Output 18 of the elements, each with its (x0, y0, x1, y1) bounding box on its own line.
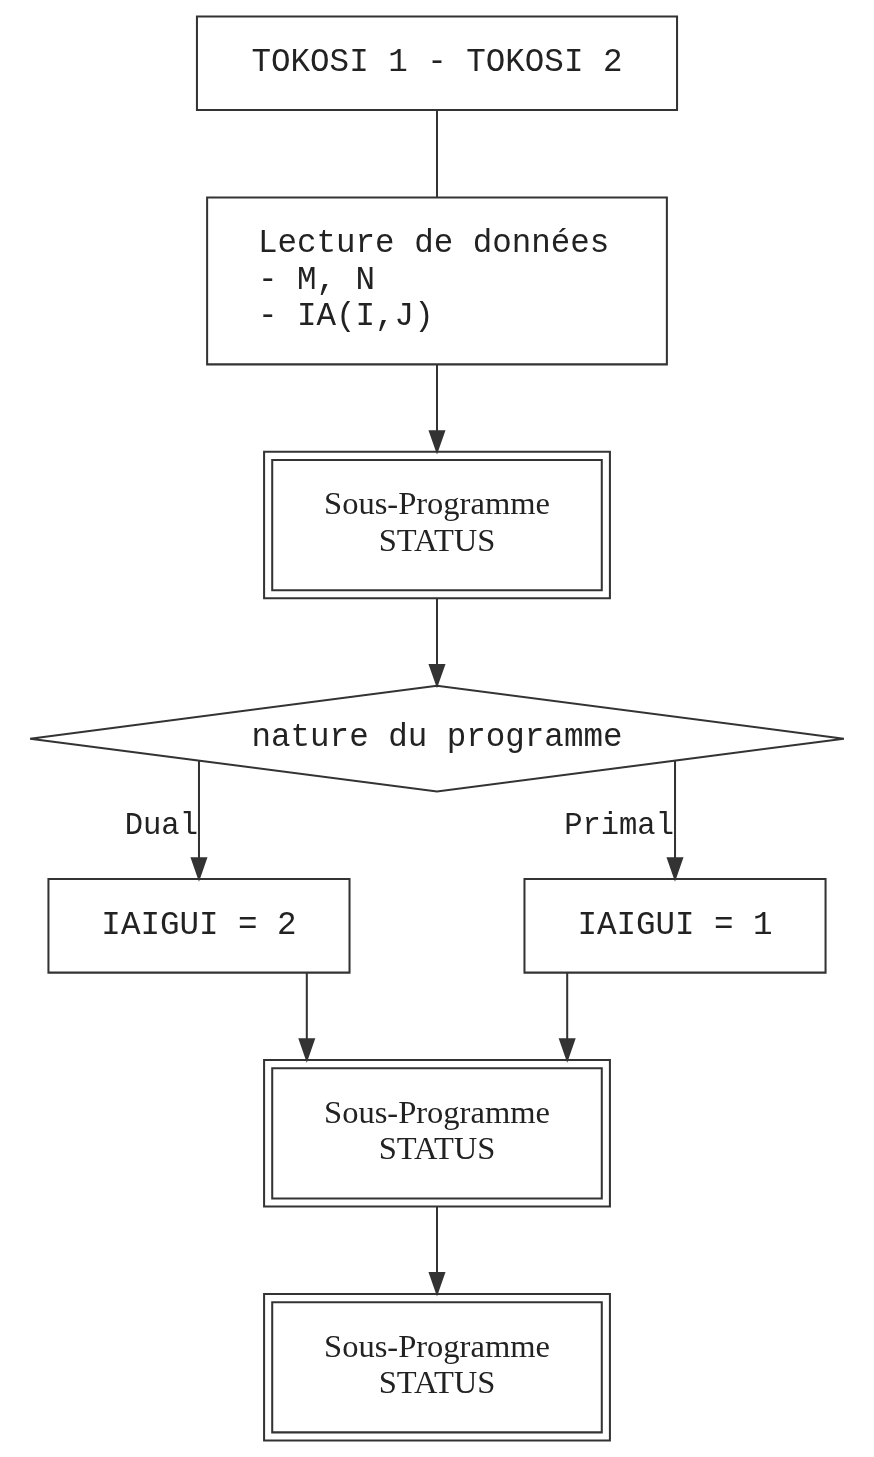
connector (436, 110, 438, 197)
node-box: IAIGUI = 2 (47, 878, 351, 974)
edge-label: Primal (564, 808, 674, 843)
node-box: IAIGUI = 1 (523, 878, 827, 974)
node-box: Sous-Programme STATUS (263, 1293, 611, 1442)
arrow (190, 760, 208, 882)
node-box: Sous-Programme STATUS (263, 450, 611, 600)
arrow (558, 972, 576, 1063)
node-box: TOKOSI 1 - TOKOSI 2 (195, 15, 679, 112)
arrow (298, 972, 316, 1063)
node-diamond: nature du programme (29, 684, 845, 793)
arrow (666, 760, 684, 882)
edge-label: Dual (124, 808, 198, 843)
node-box: Lecture de données - M, N - IA(I,J) (206, 196, 668, 366)
node-box: Sous-Programme STATUS (263, 1059, 611, 1208)
arrow (428, 598, 446, 689)
arrow (428, 1206, 446, 1297)
arrow (428, 364, 446, 455)
